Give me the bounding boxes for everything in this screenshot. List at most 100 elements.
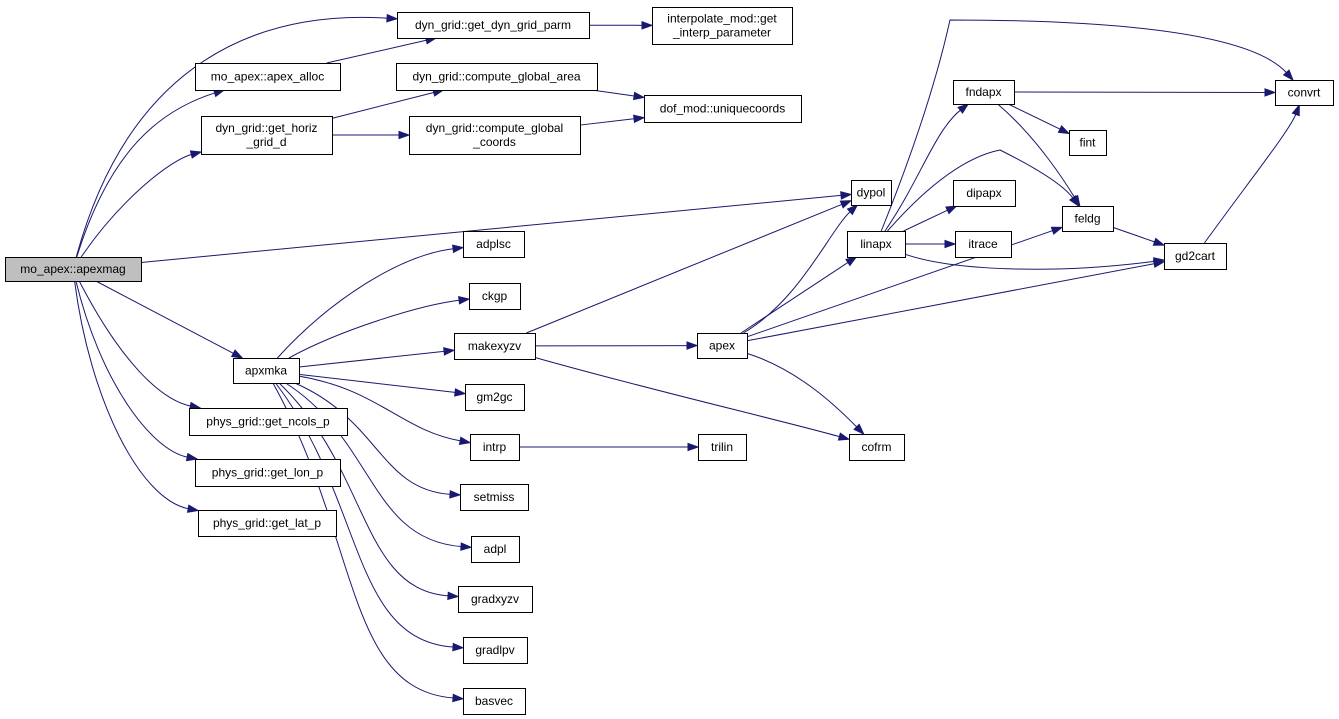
node-dypol[interactable]: dypol: [851, 180, 892, 206]
node-gd2cart[interactable]: gd2cart: [1164, 243, 1227, 270]
node-label: _interp_parameter: [672, 26, 771, 40]
edge-apexmag-to-get_horiz_grid_d: [80, 150, 203, 258]
node-get-lon-p[interactable]: phys_grid::get_lon_p: [195, 459, 341, 487]
node-label: dof_mod::uniquecoords: [660, 102, 785, 116]
edge-intrp-to-trilin: [519, 442, 700, 452]
node-label: cofrm: [862, 440, 892, 454]
edge-makexyzv-to-cofrm: [534, 356, 851, 441]
node-get-lat-p[interactable]: phys_grid::get_lat_p: [198, 510, 337, 537]
edge-fndapx-to-feldg: [997, 103, 1081, 208]
node-label: fint: [1079, 136, 1096, 150]
node-gm2gc[interactable]: gm2gc: [465, 384, 525, 411]
node-cofrm[interactable]: cofrm: [849, 434, 905, 461]
node-label: linapx: [860, 237, 891, 251]
node-apexmag[interactable]: mo_apex::apexmag: [5, 257, 142, 282]
node-apex[interactable]: apex: [697, 333, 748, 359]
edge-apxmka-to-adplsc: [276, 244, 465, 359]
edge-apexmag-to-get_lon_p: [75, 280, 199, 462]
edge-apexmag-to-get_dyn_grid_parm: [75, 13, 399, 258]
edge-apxmka-to-intrp: [298, 375, 472, 445]
node-fndapx[interactable]: fndapx: [953, 80, 1015, 105]
node-trilin[interactable]: trilin: [698, 434, 747, 461]
node-label: adpl: [484, 542, 507, 556]
node-adpl[interactable]: adpl: [471, 536, 520, 563]
node-basvec[interactable]: basvec: [463, 688, 526, 715]
node-apex-alloc[interactable]: mo_apex::apex_alloc: [195, 63, 341, 91]
node-label: gradxyzv: [471, 592, 519, 606]
node-feldg[interactable]: feldg: [1062, 206, 1114, 232]
node-apxmka[interactable]: apxmka: [233, 358, 300, 384]
node-label: fndapx: [965, 85, 1001, 99]
node-label: mo_apex::apexmag: [20, 262, 125, 276]
edge-linapx-to-fndapx: [884, 103, 970, 232]
node-dipapx[interactable]: dipapx: [953, 180, 1016, 207]
edge-apex-to-cofrm: [746, 352, 865, 436]
node-label: dyn_grid::compute_global: [426, 121, 563, 135]
node-label: phys_grid::get_ncols_p: [206, 415, 330, 429]
node-gradlpv[interactable]: gradlpv: [463, 637, 528, 664]
node-label: _grid_d: [245, 135, 286, 149]
node-label: gradlpv: [475, 643, 514, 657]
edge-get_horiz_grid_d-to-compute_global_coords: [332, 130, 411, 140]
edge-apxmka-to-makexyzv: [298, 347, 456, 368]
node-label: trilin: [711, 440, 733, 454]
node-uniquecoords[interactable]: dof_mod::uniquecoords: [644, 95, 802, 123]
node-ckgp[interactable]: ckgp: [469, 283, 521, 310]
node-linapx[interactable]: linapx: [847, 231, 906, 258]
edge-get_dyn_grid_parm-to-get_interp_parameter: [588, 21, 654, 30]
node-label: gd2cart: [1175, 249, 1216, 263]
node-label: setmiss: [474, 490, 515, 504]
call-graph-edges: [74, 13, 1300, 703]
edge-apex-to-linapx: [740, 256, 858, 334]
node-itrace[interactable]: itrace: [955, 231, 1012, 258]
node-label: dyn_grid::get_dyn_grid_parm: [415, 18, 571, 32]
node-makexyzv[interactable]: makexyzv: [454, 333, 536, 360]
edge-fndapx-to-convrt: [1013, 88, 1277, 97]
edge-apexmag-to-apex_alloc: [76, 89, 226, 258]
node-label: adplsc: [476, 237, 511, 251]
node-label: basvec: [475, 694, 513, 708]
edge-linapx-to-itrace: [905, 239, 957, 249]
edge-compute_global_area-to-uniquecoords: [591, 89, 646, 101]
node-label: mo_apex::apex_alloc: [211, 70, 324, 84]
node-get-ncols-p[interactable]: phys_grid::get_ncols_p: [189, 408, 348, 436]
node-label: dyn_grid::get_horiz: [215, 121, 317, 135]
node-label: intrp: [483, 440, 507, 454]
node-compute-global-coords[interactable]: dyn_grid::compute_global_coords: [409, 116, 581, 155]
edge-apex_alloc-to-get_dyn_grid_parm: [326, 36, 438, 64]
node-label: interpolate_mod::get: [667, 12, 777, 26]
edge-compute_global_coords-to-uniquecoords: [579, 114, 646, 126]
node-label: dipapx: [966, 186, 1001, 200]
node-adplsc[interactable]: adplsc: [463, 231, 525, 258]
edge-apxmka-to-basvec: [272, 382, 465, 703]
node-label: dyn_grid::compute_global_area: [412, 70, 580, 84]
edge-get_horiz_grid_d-to-compute_global_area: [331, 88, 445, 119]
edge-makexyzv-to-apex: [534, 341, 699, 350]
node-gradxyzv[interactable]: gradxyzv: [458, 586, 533, 613]
node-get-interp-parameter[interactable]: interpolate_mod::get_interp_parameter: [652, 7, 793, 45]
node-convrt[interactable]: convrt: [1275, 80, 1334, 106]
edge-apexmag-to-get_ncols_p: [78, 280, 202, 411]
edge-linapx-to-convrt: [880, 19, 1294, 232]
edge-feldg-to-gd2cart: [1112, 226, 1166, 246]
edge-apxmka-to-adpl: [285, 382, 473, 551]
node-label: _coords: [472, 135, 516, 149]
node-label: phys_grid::get_lon_p: [212, 466, 324, 480]
node-label: ckgp: [482, 289, 508, 303]
edge-gd2cart-to-convrt: [1204, 103, 1300, 244]
edge-fndapx-to-fint: [1007, 103, 1071, 135]
node-get-horiz-grid-d[interactable]: dyn_grid::get_horiz_grid_d: [201, 116, 333, 155]
node-setmiss[interactable]: setmiss: [460, 484, 529, 511]
node-get-dyn-grid-parm[interactable]: dyn_grid::get_dyn_grid_parm: [397, 12, 590, 39]
edge-makexyzv-to-dypol: [526, 200, 853, 334]
edge-apexmag-to-apxmka: [95, 280, 244, 359]
call-graph-nodes: mo_apex::apexmag dyn_grid::get_dyn_grid_p…: [5, 7, 1334, 715]
node-label: gm2gc: [476, 390, 512, 404]
edge-apxmka-to-ckgp: [288, 296, 471, 359]
edge-apex-to-gd2cart: [746, 259, 1166, 342]
node-intrp[interactable]: intrp: [470, 434, 520, 461]
edge-apexmag-to-get_lat_p: [74, 280, 200, 513]
node-compute-global-area[interactable]: dyn_grid::compute_global_area: [396, 63, 598, 91]
node-fint[interactable]: fint: [1069, 130, 1107, 156]
